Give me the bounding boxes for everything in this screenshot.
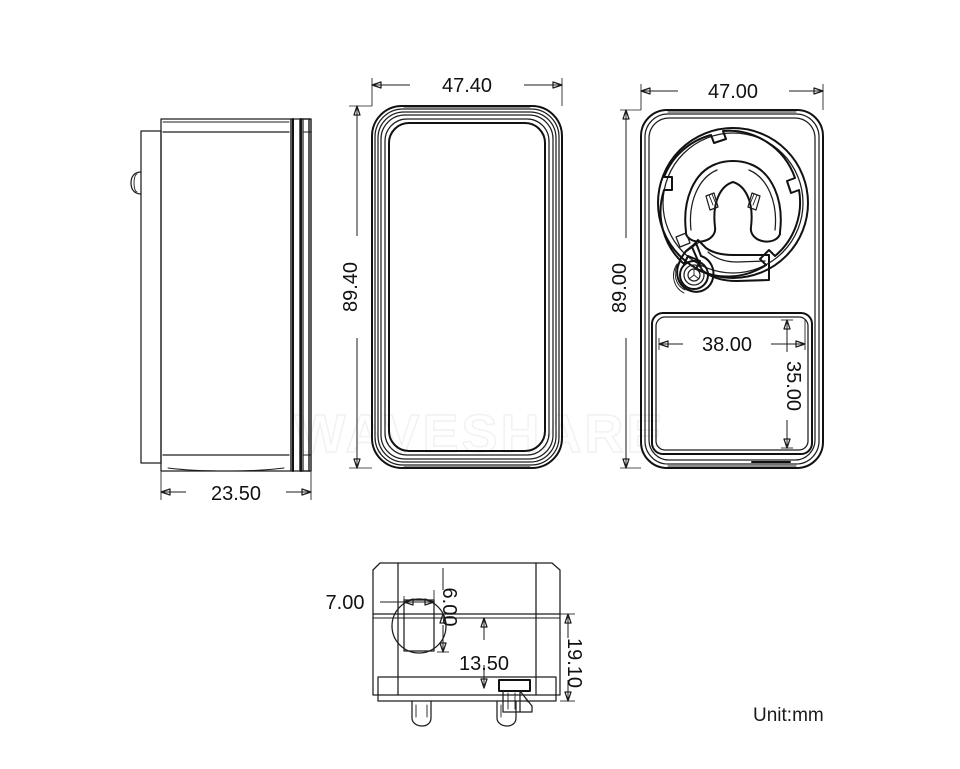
socket-pin-slots bbox=[705, 192, 761, 211]
dim-rear-width-label: 47.00 bbox=[708, 81, 758, 103]
dim-pin-offset: 7.00 bbox=[326, 590, 435, 614]
side-view bbox=[130, 118, 312, 472]
label-recess bbox=[651, 312, 813, 455]
socket-assembly bbox=[657, 127, 809, 294]
dim-front-width: 47.40 bbox=[371, 75, 563, 106]
rear-view bbox=[640, 109, 824, 469]
dim-side-width: 23.50 bbox=[160, 471, 312, 505]
dim-pin-height-label: 13.50 bbox=[459, 653, 509, 675]
watermark-text: WAVESHARE bbox=[294, 404, 665, 464]
dim-front-width-label: 47.40 bbox=[442, 75, 492, 97]
dim-pin-offset-label: 7.00 bbox=[326, 592, 365, 614]
unit-note: Unit:mm bbox=[753, 705, 824, 726]
dim-pin-width: 6.00 bbox=[437, 568, 460, 653]
dim-front-height: 89.40 bbox=[340, 105, 372, 469]
dim-label-width-label: 38.00 bbox=[702, 334, 752, 356]
dim-pin-height: 13.50 bbox=[459, 617, 509, 689]
front-view bbox=[371, 105, 563, 469]
dim-body-depth-label: 19.10 bbox=[563, 638, 585, 688]
dim-rear-height: 89.00 bbox=[609, 109, 641, 469]
dim-label-height-label: 35.00 bbox=[782, 361, 804, 411]
dim-side-width-label: 23.50 bbox=[211, 483, 261, 505]
dim-rear-height-label: 89.00 bbox=[609, 263, 631, 313]
dim-body-depth: 19.10 bbox=[560, 613, 585, 702]
dim-rear-width: 47.00 bbox=[640, 81, 824, 110]
bottom-view bbox=[372, 562, 561, 727]
dim-label-width: 38.00 bbox=[658, 320, 806, 356]
hinge-boss bbox=[673, 242, 715, 294]
dim-front-height-label: 89.40 bbox=[340, 262, 362, 312]
dim-label-height: 35.00 bbox=[781, 319, 804, 449]
dim-pin-width-label: 6.00 bbox=[438, 588, 460, 627]
